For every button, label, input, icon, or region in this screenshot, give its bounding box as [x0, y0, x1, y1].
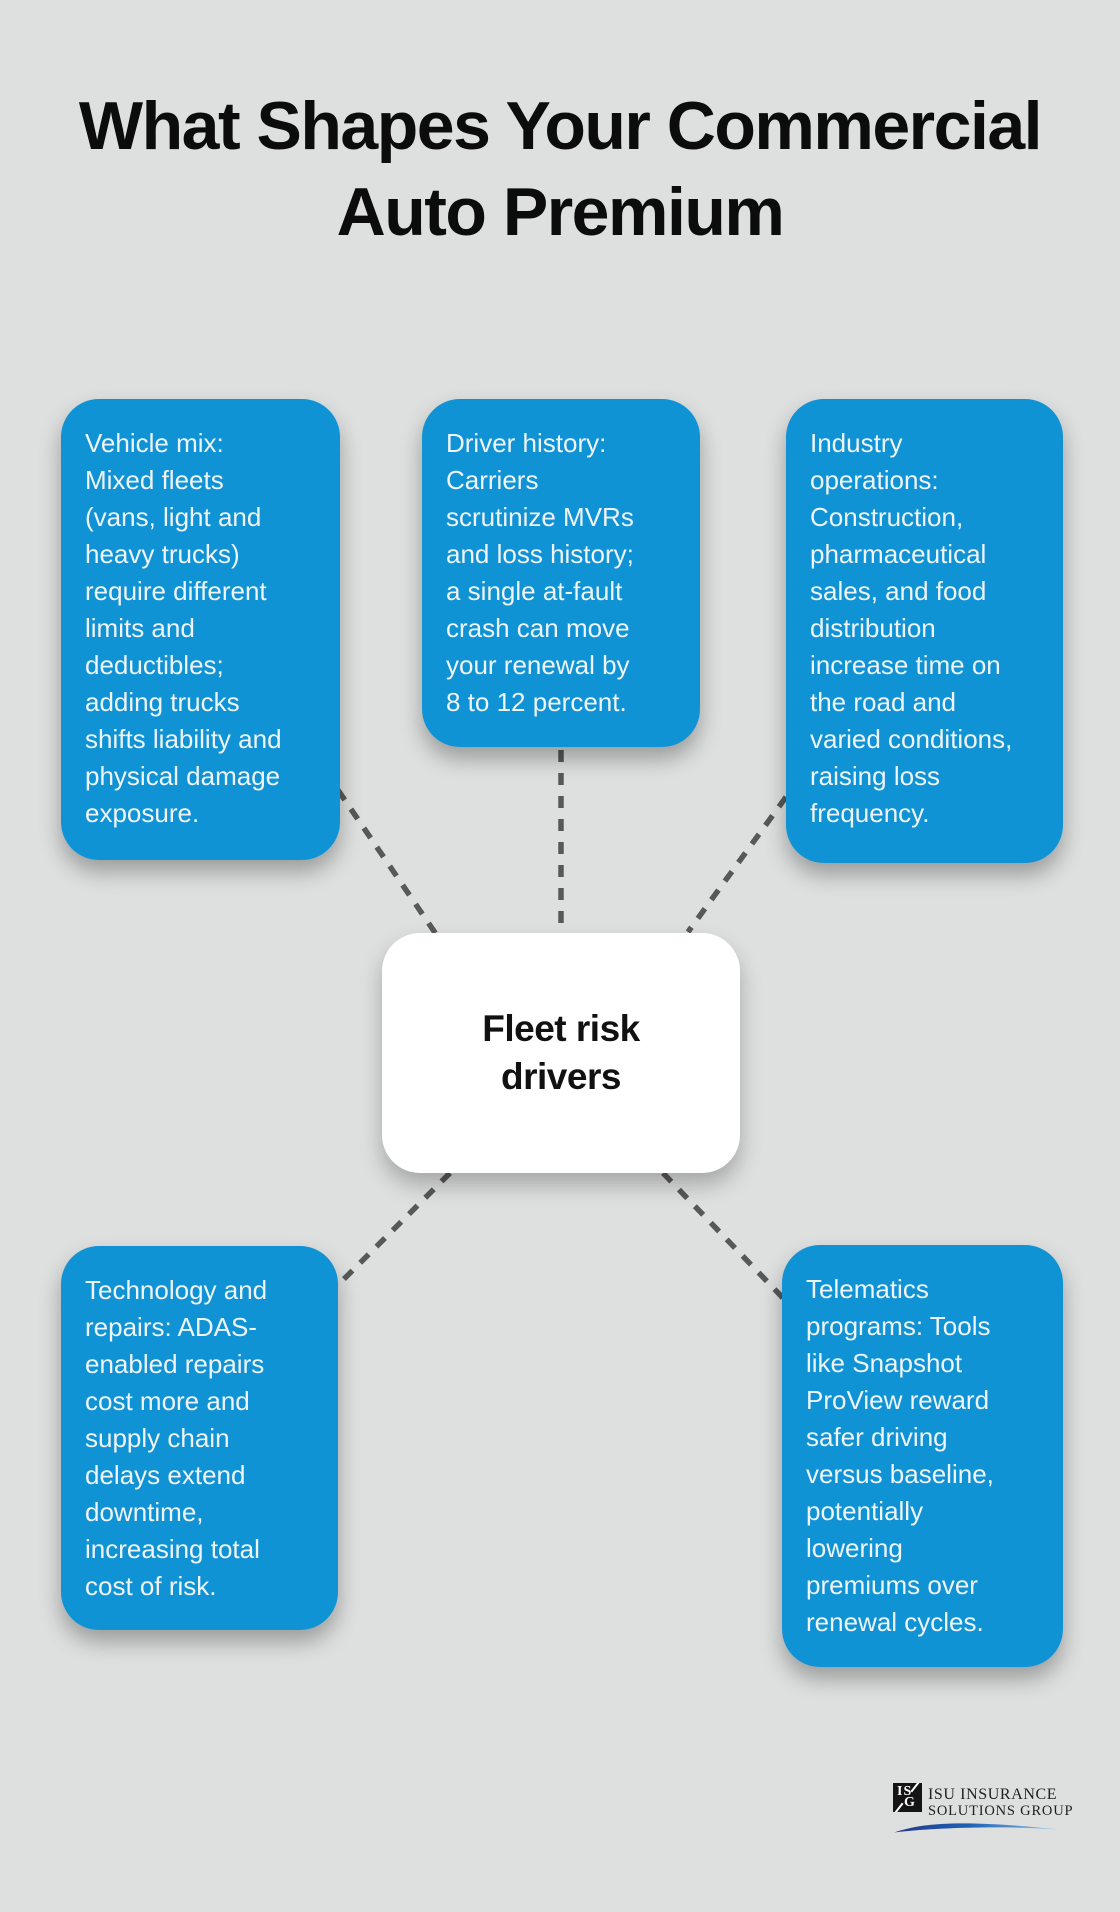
node-technology-repairs-text: Technology and repairs: ADAS- enabled re…	[85, 1275, 268, 1601]
isu-logo: IS G ISU INSURANCE SOLUTIONS GROUP	[893, 1783, 1073, 1835]
connector-bottom-left	[336, 1171, 452, 1287]
isg-monogram-icon: IS G	[893, 1783, 922, 1812]
node-driver-history-text: Driver history: Carriers scrutinize MVRs…	[446, 428, 634, 717]
node-vehicle-mix: Vehicle mix: Mixed fleets (vans, light a…	[61, 399, 340, 860]
logo-swoosh-icon	[894, 1823, 1059, 1833]
node-vehicle-mix-text: Vehicle mix: Mixed fleets (vans, light a…	[85, 428, 282, 828]
page-title: What Shapes Your Commercial Auto Premium	[78, 88, 1043, 250]
logo-company-name: ISU INSURANCE	[928, 1786, 1058, 1803]
node-telematics-programs-text: Telematics programs: Tools like Snapshot…	[806, 1274, 994, 1637]
node-telematics-programs: Telematics programs: Tools like Snapshot…	[782, 1245, 1063, 1667]
connector-top-right	[685, 795, 789, 934]
connector-top-left	[335, 788, 443, 942]
monogram-top-letters: IS	[897, 1784, 913, 1799]
node-industry-operations: Industry operations: Construction, pharm…	[786, 399, 1063, 863]
node-technology-repairs: Technology and repairs: ADAS- enabled re…	[61, 1246, 338, 1630]
node-industry-operations-text: Industry operations: Construction, pharm…	[810, 428, 1013, 828]
connector-bottom-right	[661, 1171, 785, 1300]
logo-company-subname: SOLUTIONS GROUP	[928, 1803, 1074, 1819]
node-driver-history: Driver history: Carriers scrutinize MVRs…	[422, 399, 700, 747]
center-node-fleet-risk-drivers: Fleet risk drivers	[382, 933, 740, 1173]
monogram-bottom-letter: G	[904, 1795, 915, 1810]
center-node-label: Fleet risk drivers	[482, 1007, 640, 1097]
